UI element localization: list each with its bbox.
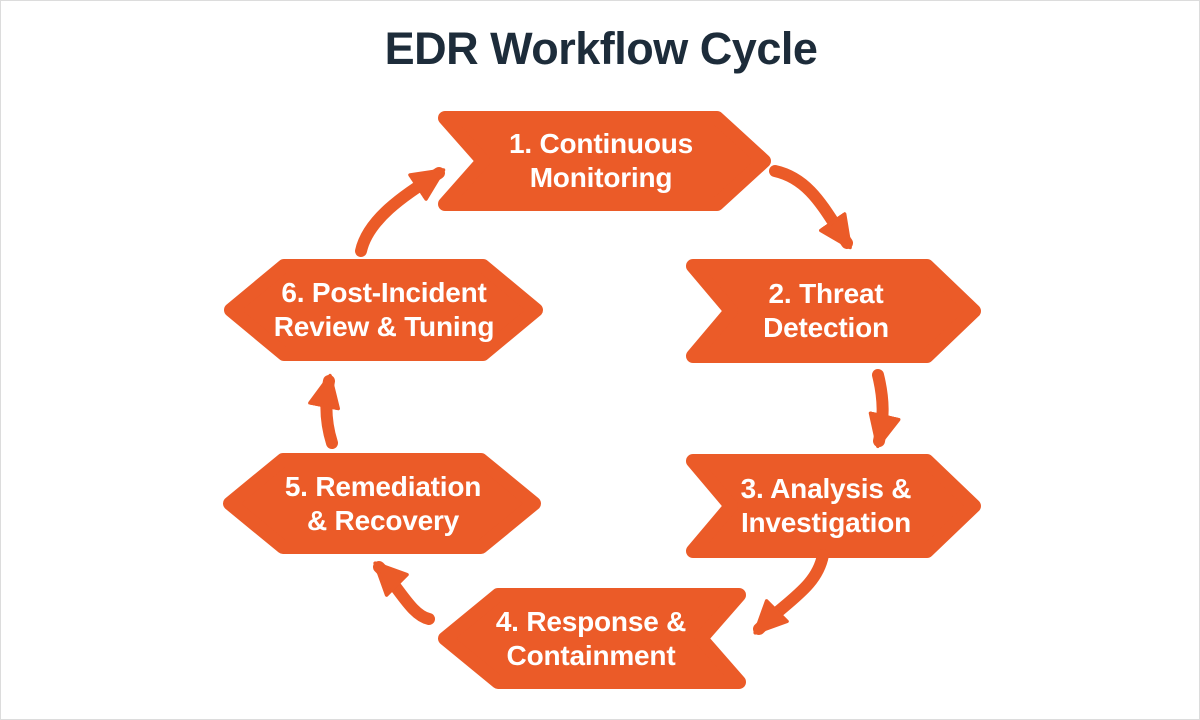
step-6-line-2: Review & Tuning (273, 311, 495, 342)
step-2-line-1: 2. Threat (768, 278, 884, 309)
step-1-shape (438, 111, 771, 211)
step-1-label: 1. Continuous Monitoring (451, 113, 751, 209)
step-6-line-1: 6. Post-Incident (281, 277, 487, 308)
arrow-step5-to-step6 (308, 373, 340, 449)
step-3-shape (686, 454, 981, 558)
step-1-line-1: 1. Continuous (508, 128, 694, 159)
step-5-label: 5. Remediation & Recovery (243, 455, 523, 552)
step-4-line-1: 4. Response & (495, 605, 687, 637)
step-2-line-2: Detection (763, 312, 889, 343)
step-6-shape (224, 259, 543, 361)
arrow-step3-to-step4 (753, 549, 829, 635)
arrow-step4-to-step5 (373, 561, 435, 625)
step-3-label: 3. Analysis & Investigation (696, 456, 956, 556)
step-4-line-2: Containment (506, 639, 676, 671)
step-5-line-2: & Recovery (306, 504, 460, 536)
arrow-step2-to-step3 (868, 369, 901, 449)
diagram-title: EDR Workflow Cycle (384, 23, 818, 74)
step-3-line-1: 3. Analysis & (740, 473, 912, 504)
step-5-line-1: 5. Remediation (284, 470, 482, 502)
arrow-step6-to-step1 (355, 167, 446, 257)
step-4-shape (438, 588, 746, 689)
step-2-label: 2. Threat Detection (696, 261, 956, 361)
step-4-label: 4. Response & Containment (456, 590, 726, 687)
step-6-label: 6. Post-Incident Review & Tuning (243, 261, 525, 359)
arrow-step1-to-step2 (769, 165, 853, 250)
step-2-shape (686, 259, 981, 363)
step-5-shape (223, 453, 541, 554)
step-3-line-2: Investigation (740, 507, 912, 538)
step-1-line-2: Monitoring (529, 162, 673, 193)
